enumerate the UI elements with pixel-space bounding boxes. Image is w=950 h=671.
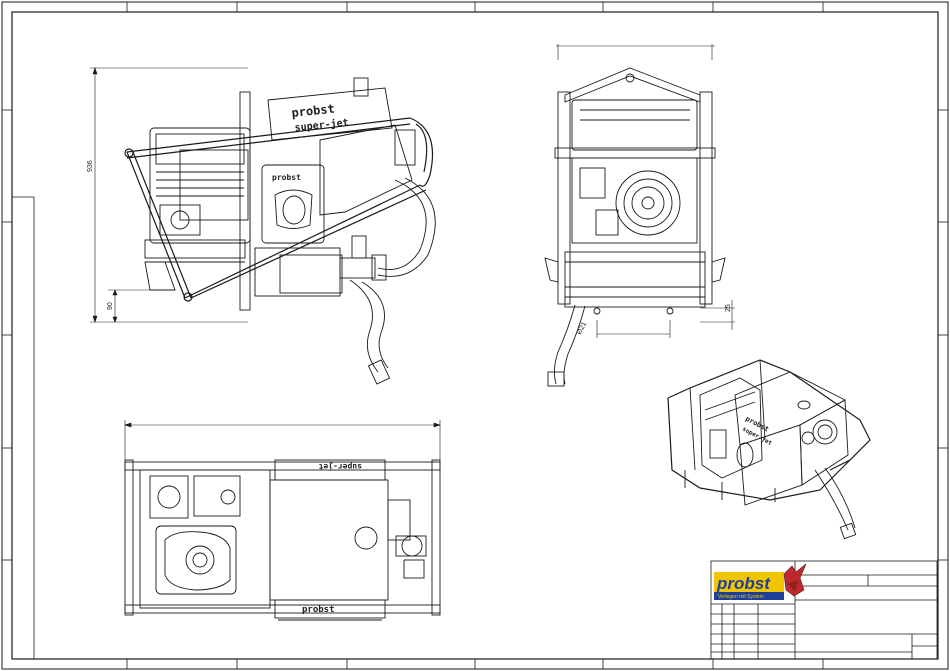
side-stencil-box: probst super-jet (268, 88, 392, 140)
front-view: 25 Ø21 (545, 44, 735, 386)
dimension-label-diameter-21: Ø21 (576, 321, 589, 336)
side-view: 936 90 probst super-jet probst (87, 68, 435, 384)
dimension-height-936 (90, 68, 248, 322)
dimension-label-25: 25 (725, 304, 732, 312)
front-flywheel (616, 171, 680, 235)
side-stencil-small-brand: probst (272, 173, 301, 182)
side-hose (350, 280, 378, 372)
logo-tagline: Verlegen mit System (718, 594, 764, 600)
dimension-label-936: 936 (87, 160, 94, 172)
top-dimension-length (125, 420, 440, 460)
probst-logo: probst Verlegen mit System (714, 564, 806, 600)
dimension-label-90: 90 (107, 302, 114, 310)
isometric-view: probst super-jet (668, 360, 870, 539)
top-filler-cap (355, 527, 377, 549)
logo-word: probst (716, 574, 771, 593)
dimension-ground-90 (108, 290, 165, 322)
top-stencil-product: super-jet (318, 462, 362, 472)
top-stencil-brand: probst (302, 605, 335, 615)
top-view: super-jet probst (125, 420, 440, 620)
front-dimension-lines (556, 44, 735, 338)
side-stencil-brand: probst (291, 102, 336, 120)
